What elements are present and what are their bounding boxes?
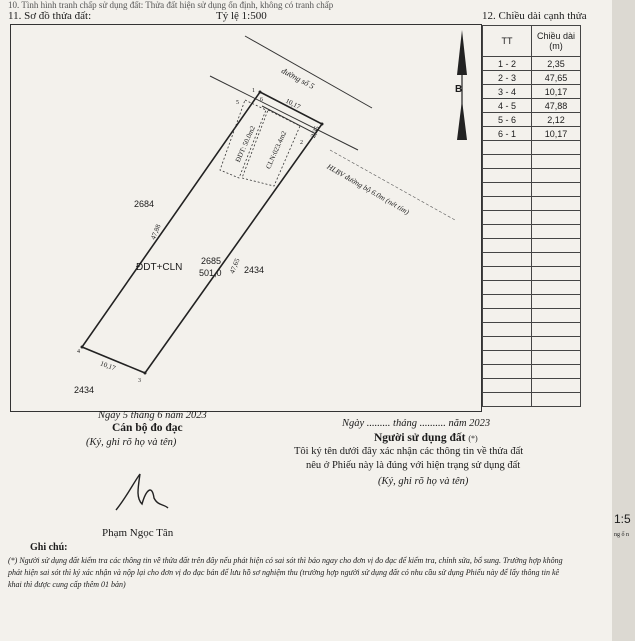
neighbor-parcel-2434-bottom: 2434 [74, 385, 95, 395]
owner-date: Ngày ......... tháng .......... năm 2023 [342, 418, 491, 429]
cut-header-line: 10. Tình hình tranh chấp sử dụng đất: Th… [8, 0, 334, 10]
parcel-code: ĐDT+CLN [136, 262, 183, 273]
cln-strip [241, 109, 301, 187]
corner-5: 5 [236, 100, 239, 106]
adjacent-page: 1:5 ng ố n [612, 0, 635, 641]
parcel-map [80, 30, 467, 375]
owner-role: Người sử dụng đất (*) [374, 432, 478, 444]
table-header-tt: TT [482, 25, 532, 57]
note-text: (*) Người sử dụng đất kiểm tra các thông… [8, 556, 563, 589]
adjacent-page-text: 1:5 [614, 512, 631, 526]
survey-date: Ngày 5 tháng 6 năm 2023 [98, 410, 207, 421]
corner-4: 4 [77, 349, 80, 355]
surveyor-name: Phạm Ngọc Tân [102, 527, 174, 539]
neighbor-parcel-2434-right: 2434 [244, 265, 265, 275]
owner-confirm-line-2: nêu ở Phiếu này là đúng với hiện trạng s… [306, 460, 521, 471]
road-edge-top [244, 35, 373, 109]
surveyor-signature [115, 473, 169, 511]
adjacent-page-text-2: ng ố n [614, 532, 629, 538]
odt-strip [219, 99, 267, 179]
surveyor-role: Cán bộ đo đạc [112, 422, 183, 434]
table-header-length: Chiều dài (m) [531, 25, 581, 57]
parcel-area: 501,0 [199, 268, 222, 278]
parcel-id: 2685 [201, 256, 222, 266]
map-frame [10, 24, 482, 412]
section-12-title: 12. Chiều dài cạnh thửa [482, 10, 587, 22]
neighbor-parcel-2684: 2684 [134, 199, 155, 209]
owner-hint: (Ký, ghi rõ họ và tên) [378, 476, 469, 487]
section-11-title: 11. Sơ đồ thửa đất: [8, 10, 92, 22]
map-scale: Tỷ lệ 1:500 [216, 10, 267, 22]
corner-6: 6 [260, 97, 263, 103]
owner-confirm-line-1: Tôi ký tên dưới đây xác nhận các thông t… [294, 446, 524, 457]
corner-3: 3 [138, 378, 141, 384]
corner-1: 1 [252, 88, 255, 94]
corner-2: 2 [300, 140, 303, 146]
north-label: B [455, 84, 463, 95]
note-title: Ghi chú: [30, 542, 68, 553]
road-edge-bottom [209, 75, 359, 151]
surveyor-hint: (Ký, ghi rõ họ và tên) [86, 437, 177, 448]
